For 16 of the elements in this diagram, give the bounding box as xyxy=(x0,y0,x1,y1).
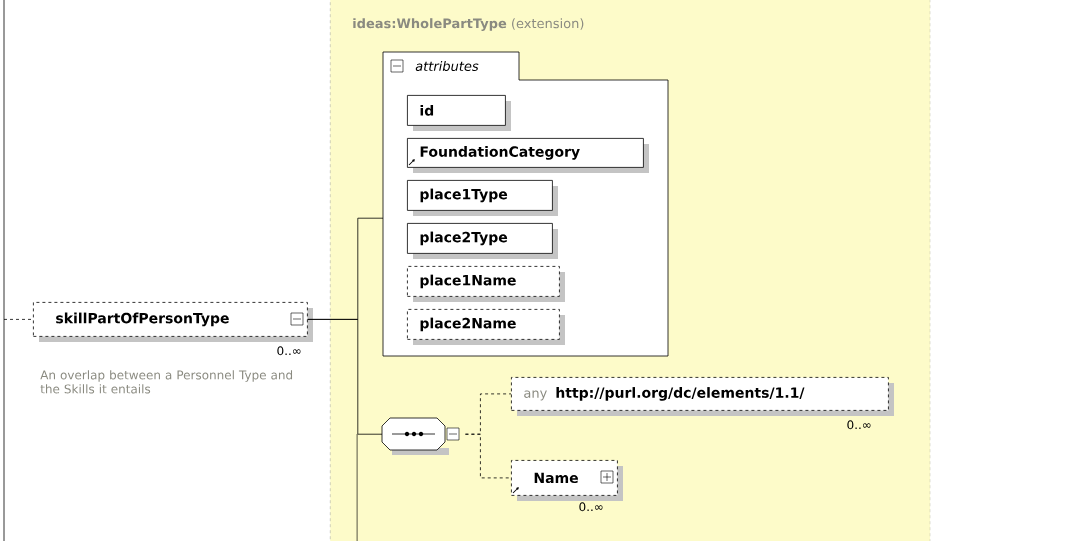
element-box: place2Name xyxy=(407,309,565,345)
element-box: Name xyxy=(511,460,623,501)
description-text: An overlap between a Personnel Type and the Skills it entails xyxy=(40,370,293,394)
element-box: place1Name xyxy=(407,266,565,302)
sequence-compositor xyxy=(381,417,449,455)
element-box: FoundationCategory xyxy=(407,138,649,173)
element-box: place2Type xyxy=(407,223,558,259)
element-box: id xyxy=(407,95,511,131)
element-box: skillPartOfPersonType xyxy=(33,302,313,342)
multiplicity-label: 0..∞ xyxy=(847,420,871,430)
connector xyxy=(3,319,34,320)
wildcard-box: any http://purl.org/dc/elements/1.1/ xyxy=(511,377,894,416)
element-box: place1Type xyxy=(407,180,558,216)
multiplicity-label: 0..∞ xyxy=(277,346,301,356)
multiplicity-label: 0..∞ xyxy=(579,502,603,512)
connector xyxy=(307,319,383,435)
